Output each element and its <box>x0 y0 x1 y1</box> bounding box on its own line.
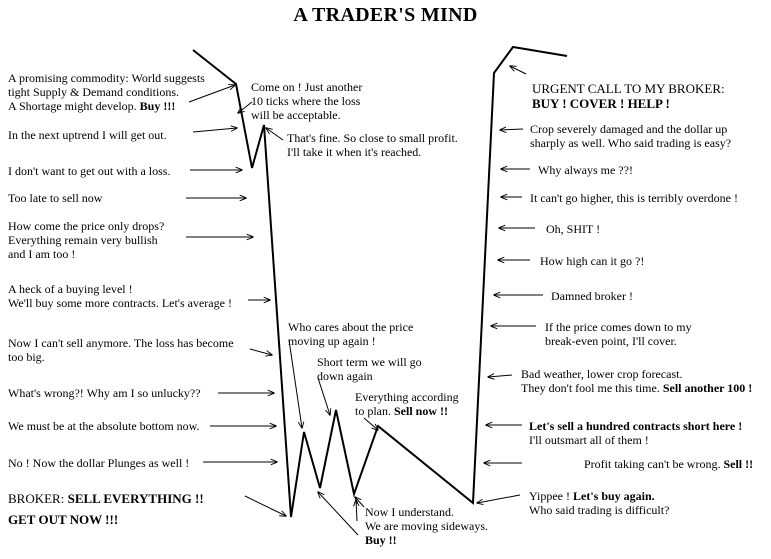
arrow-sell-now <box>363 417 378 430</box>
diagram-title: A TRADER'S MIND <box>293 4 478 26</box>
note-small-profit: That's fine. So close to small profit. I… <box>287 131 458 159</box>
note-buying-level: A heck of a buying level ! We'll buy som… <box>8 282 232 310</box>
note-break-even: If the price comes down to my break-even… <box>545 320 692 348</box>
arrow-bad-weather <box>488 375 513 377</box>
note-next-uptrend: In the next uptrend I will get out. <box>8 128 167 142</box>
arrow-next-uptrend <box>192 128 237 133</box>
note-buy-again: Yippee ! Let's buy again. Who said tradi… <box>529 489 670 517</box>
arrow-crop-damaged <box>500 129 524 130</box>
arrow-buy-again <box>477 494 521 503</box>
note-sell-now: Everything according to plan. Sell now !… <box>355 390 459 418</box>
note-cant-sell: Now I can't sell anymore. The loss has b… <box>8 336 234 364</box>
arrow-who-cares <box>288 339 302 428</box>
note-buy-commodity: A promising commodity: World suggests ti… <box>8 71 205 113</box>
note-sideways: Now I understand. We are moving sideways… <box>365 505 488 547</box>
note-too-late: Too late to sell now <box>8 191 103 205</box>
price-path <box>192 45 568 518</box>
arrow-broker-sell <box>244 495 286 516</box>
note-why-me: Why always me ??! <box>538 163 633 177</box>
note-overdone: It can't go higher, this is terribly ove… <box>530 191 738 205</box>
note-bad-weather: Bad weather, lower crop forecast. They d… <box>521 367 753 395</box>
note-unlucky: What's wrong?! Why am I so unlucky?? <box>8 386 201 400</box>
note-oh-shit: Oh, SHIT ! <box>546 222 601 236</box>
arrow-short-term <box>317 377 330 415</box>
note-who-cares: Who cares about the price moving up agai… <box>288 320 414 348</box>
note-broker-sell: BROKER: SELL EVERYTHING !! GET OUT NOW !… <box>8 491 204 527</box>
note-crop-damaged: Crop severely damaged and the dollar up … <box>530 122 732 150</box>
arrow-cant-sell <box>249 348 272 355</box>
note-no-loss: I don't want to get out with a loss. <box>8 164 171 178</box>
note-dollar-plunges: No ! Now the dollar Plunges as well ! <box>8 456 190 470</box>
note-urgent-call: URGENT CALL TO MY BROKER: BUY ! COVER ! … <box>532 81 725 111</box>
note-profit-taking: Profit taking can't be wrong. Sell !! <box>584 457 754 471</box>
note-how-high: How high can it go ?! <box>540 254 645 268</box>
note-sell-short: Let's sell a hundred contracts short her… <box>529 419 743 447</box>
arrow-sideways-b <box>318 492 359 536</box>
arrow-sideways-c <box>356 500 357 522</box>
note-ten-ticks: Come on ! Just another 10 ticks where th… <box>251 80 363 122</box>
arrow-buy-commodity <box>188 85 235 103</box>
note-absolute-bottom: We must be at the absolute bottom now. <box>8 419 200 433</box>
note-damned-broker: Damned broker ! <box>551 289 633 303</box>
note-short-term: Short term we will go down again <box>317 355 422 383</box>
arrow-ten-ticks <box>238 101 253 113</box>
arrow-urgent-call <box>510 66 527 75</box>
arrow-small-profit <box>266 128 284 141</box>
note-price-drops: How come the price only drops? Everythin… <box>8 219 165 261</box>
